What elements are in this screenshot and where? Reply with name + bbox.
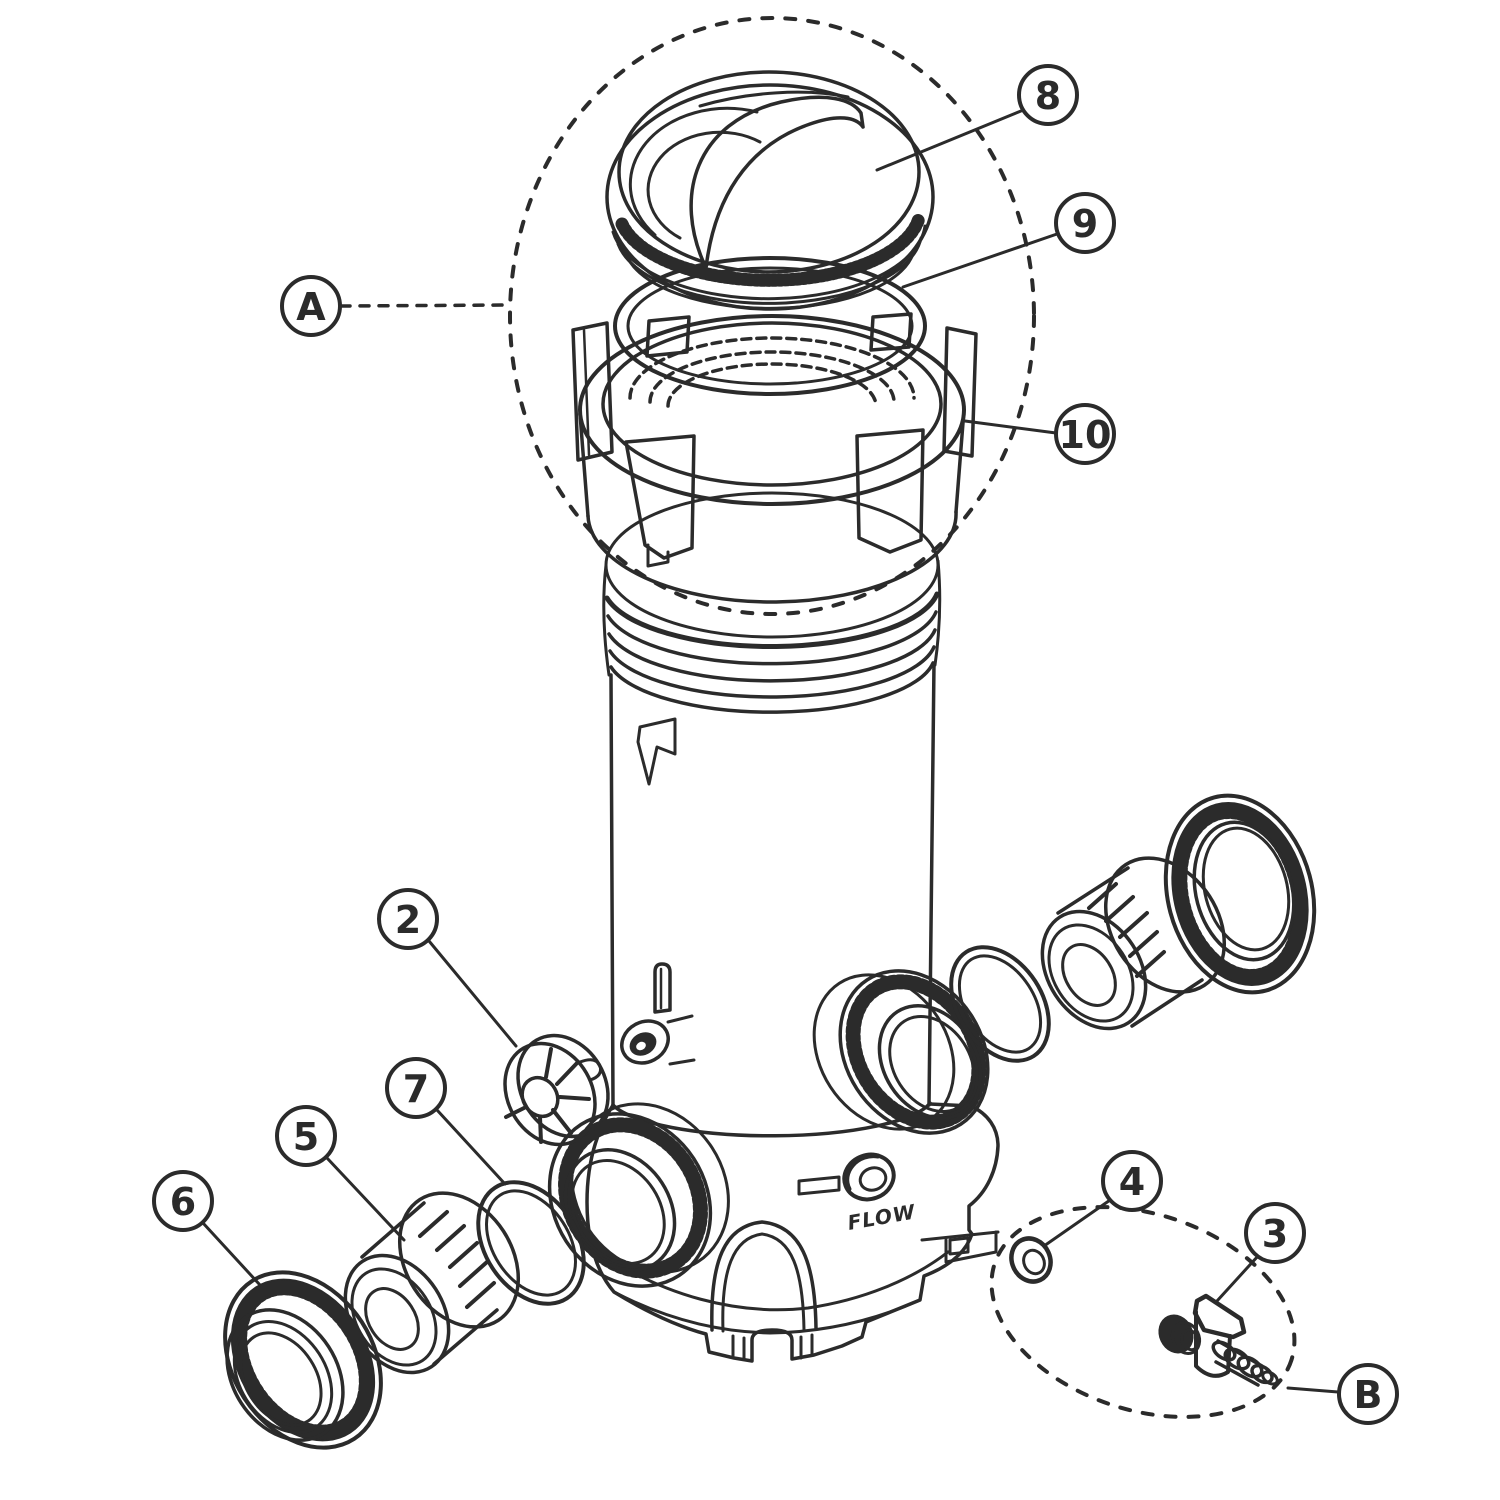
base-silhouette — [585, 1102, 1000, 1363]
tank-base: FLOW — [585, 1101, 1000, 1363]
cap-dome — [617, 70, 921, 274]
lid-oring — [613, 256, 927, 396]
alignment-pointer-tab — [636, 717, 677, 786]
callout-b-leader — [1286, 1386, 1340, 1394]
base-arch-inner — [721, 1232, 806, 1333]
callout-3-leader — [1215, 1254, 1260, 1303]
callout-4: 4 — [1042, 1150, 1163, 1248]
flow-direction-label: FLOW — [846, 1199, 918, 1235]
right-union-oring — [949, 945, 1051, 1063]
svg-text:6: 6 — [170, 1180, 196, 1224]
drain-valve — [1158, 1293, 1279, 1387]
right-port-ring — [812, 969, 990, 1135]
right-union-assembly — [812, 793, 1317, 1135]
callout-9: 9 — [901, 192, 1116, 289]
threaded-cap — [605, 70, 935, 311]
callout-6: 6 — [152, 1170, 262, 1287]
callout-4-leader — [1042, 1196, 1115, 1248]
callouts: A 8 9 10 2 7 — [152, 64, 1399, 1425]
callout-10: 10 — [963, 403, 1116, 465]
svg-text:7: 7 — [403, 1067, 429, 1111]
callout-10-leader — [963, 419, 1058, 435]
bleed-pin — [653, 962, 672, 1014]
callout-8: 8 — [875, 64, 1079, 172]
callout-7: 7 — [385, 1057, 507, 1186]
svg-text:8: 8 — [1035, 74, 1061, 118]
tank-thread-ridges — [604, 591, 940, 714]
callout-a-leader — [339, 303, 513, 308]
drain-valve-oring — [1009, 1236, 1053, 1284]
callout-7-leader — [435, 1108, 507, 1186]
tank-wall-left — [609, 673, 615, 1107]
locking-ring-lugs — [571, 312, 978, 568]
right-union-adapter — [1040, 856, 1227, 1031]
left-union-oring — [476, 1180, 586, 1306]
sight-glass — [842, 1152, 896, 1202]
base-slot-detail — [797, 1175, 841, 1196]
zone-b-dashed-ellipse — [989, 1205, 1297, 1419]
flow-indicator-rosette — [503, 1033, 610, 1147]
base-flange-ticks — [731, 1333, 814, 1361]
left-union-assembly — [223, 1033, 730, 1450]
side-elbow-fitting — [620, 1014, 696, 1066]
callout-8-leader — [875, 109, 1023, 172]
valve-barb-outlet — [1211, 1339, 1279, 1387]
svg-text:2: 2 — [395, 898, 421, 942]
svg-text:10: 10 — [1059, 413, 1112, 457]
callout-a: A — [280, 275, 513, 337]
callout-2: 2 — [377, 888, 518, 1048]
cap-knurl-band — [615, 211, 926, 287]
tank-wall-right — [927, 661, 936, 1107]
callout-5-leader — [325, 1156, 406, 1242]
svg-text:B: B — [1354, 1373, 1383, 1417]
right-union-nut — [1163, 793, 1317, 995]
zone-a-dashed-circle — [508, 16, 1036, 616]
svg-text:5: 5 — [293, 1115, 319, 1159]
adapter-spline-slots — [418, 1210, 496, 1309]
locking-ring-threads — [628, 336, 916, 408]
valve-knob — [1158, 1314, 1194, 1354]
callout-3: 3 — [1215, 1202, 1306, 1303]
base-arch-outer — [710, 1220, 818, 1332]
svg-text:3: 3 — [1262, 1212, 1288, 1256]
svg-text:4: 4 — [1119, 1160, 1145, 1204]
callout-9-leader — [901, 232, 1059, 289]
base-right-step — [920, 1230, 1000, 1264]
valve-body — [1194, 1310, 1232, 1378]
svg-text:9: 9 — [1072, 202, 1098, 246]
cap-swirl-handle — [628, 90, 865, 270]
tank-body — [602, 491, 942, 1107]
callout-5: 5 — [275, 1105, 406, 1242]
svg-text:A: A — [296, 285, 326, 329]
valve-handle — [1192, 1293, 1247, 1340]
callout-6-leader — [201, 1221, 262, 1287]
callout-b: B — [1286, 1363, 1399, 1425]
rosette-spokes — [504, 1047, 591, 1144]
callout-2-leader — [427, 939, 518, 1048]
left-union-nut — [223, 1270, 383, 1450]
locking-ring — [571, 312, 978, 604]
